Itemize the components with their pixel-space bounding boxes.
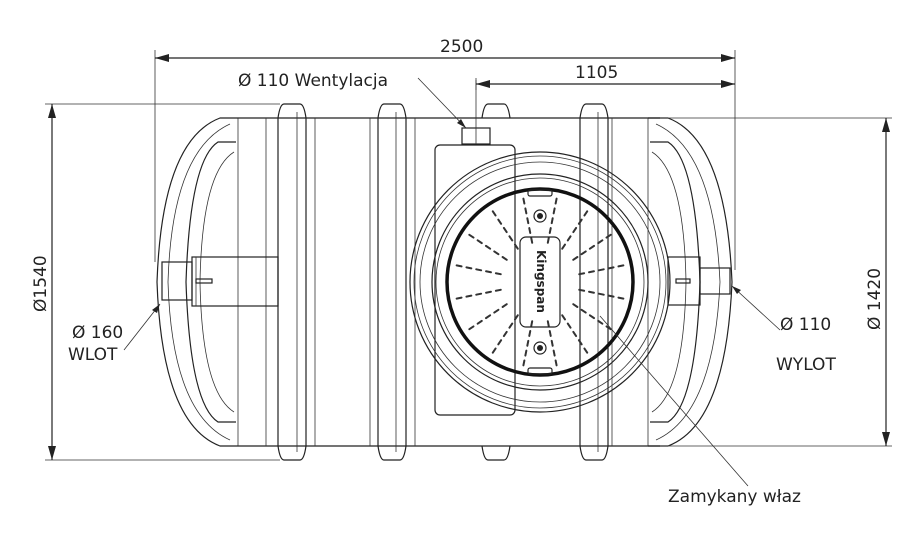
cover-rib-dash — [561, 314, 589, 355]
rib — [579, 103, 609, 461]
manhole-base — [434, 144, 516, 416]
vent-pipe — [461, 80, 491, 145]
rib — [481, 103, 511, 461]
manhole-label: Zamykany właz — [668, 487, 801, 507]
cover-rib-dash — [522, 320, 534, 368]
dimension-total-length: 2500 — [154, 37, 736, 270]
cover-rib-dash — [522, 196, 534, 244]
cover-rib-dash — [546, 196, 558, 244]
inlet-label: WLOT — [68, 345, 118, 365]
cover-rib-dash — [454, 288, 502, 300]
rib — [377, 103, 407, 461]
cover-rib-dash — [561, 209, 589, 250]
cover-rib-dash — [467, 233, 508, 261]
callout-vent: Ø 110 Wentylacja — [238, 71, 467, 129]
total-length-label: 2500 — [440, 37, 483, 57]
outlet-diameter-label: Ø 110 — [780, 315, 831, 335]
cover-rib-dash — [578, 288, 626, 300]
dimension-inner-diameter: Ø 1420 — [660, 117, 892, 447]
outer-diameter-label: Ø1540 — [31, 255, 51, 312]
cover-rib-dash — [572, 303, 613, 331]
vent-label: Ø 110 Wentylacja — [238, 71, 388, 91]
manhole-cover: Kingspan — [409, 151, 671, 413]
dimension-outer-diameter: Ø1540 — [31, 103, 280, 461]
cover-rib-dash — [491, 209, 519, 250]
kingspan-logo: Kingspan — [534, 250, 548, 313]
outlet-label: WYLOT — [776, 355, 836, 375]
cover-rib-dash — [578, 264, 626, 276]
offset-length-label: 1105 — [575, 63, 618, 83]
callout-inlet: Ø 160 WLOT — [68, 303, 161, 365]
callout-outlet: Ø 110 WYLOT — [731, 285, 836, 375]
cover-rib-dash — [454, 264, 502, 276]
dimension-offset-length: 1105 — [475, 63, 735, 90]
callout-manhole: Zamykany właz — [599, 315, 801, 507]
tank-body: Kingspan — [156, 80, 733, 461]
cover-rib-dash — [491, 314, 519, 355]
cover-rib-dash — [572, 233, 613, 261]
inner-diameter-label: Ø 1420 — [865, 268, 885, 330]
rib — [277, 103, 307, 461]
inlet-pipe — [161, 256, 279, 307]
left-end-cap — [156, 117, 238, 447]
outlet-pipe — [667, 256, 731, 306]
cover-rib-dash — [546, 320, 558, 368]
cover-rib-dash — [467, 303, 508, 331]
inlet-diameter-label: Ø 160 — [72, 323, 123, 343]
